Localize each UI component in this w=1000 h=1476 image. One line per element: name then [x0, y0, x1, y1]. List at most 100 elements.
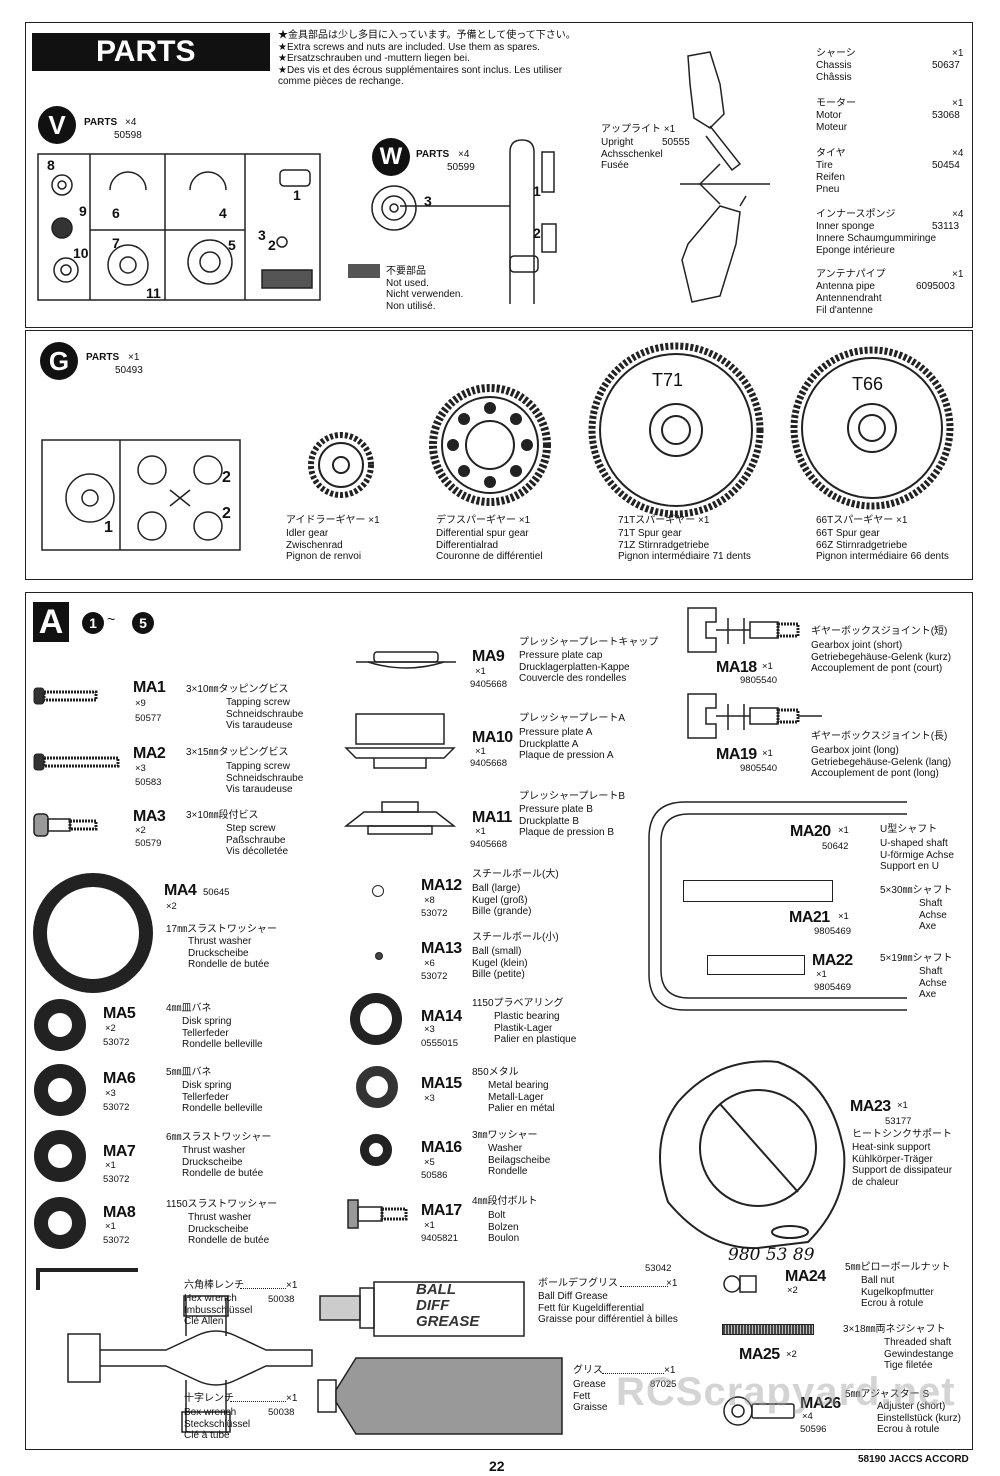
chassis-qty: ×1 — [952, 48, 964, 59]
ma18-names: Gearbox joint (short)Getriebegehäuse-Gel… — [811, 640, 952, 674]
hex-wrench-jp: 六角棒レンチ — [184, 1280, 244, 1291]
ma12-code: MA12 — [421, 877, 462, 894]
ma25-jp: 3×18㎜両ネジシャフト — [843, 1324, 946, 1335]
ma6-spring-drawing — [34, 1064, 86, 1116]
diff-grease-jp: ボールデフグリス — [538, 1278, 618, 1289]
ma10-qty: ×1 — [475, 746, 486, 757]
ma7-jp: 6㎜スラストワッシャー — [166, 1132, 272, 1143]
ma4-jp: 17㎜スラストワッシャー — [166, 924, 277, 935]
ma11-code: MA11 — [472, 809, 512, 826]
ma8-qty: ×1 — [105, 1221, 116, 1232]
ma12-jp: スチールボール(大) — [472, 869, 559, 880]
sprue-v-badge: V — [38, 106, 76, 144]
ma13-qty: ×6 — [424, 958, 435, 969]
spur-gear-71t-mark: T71 — [652, 370, 684, 390]
parts-panel — [25, 22, 973, 328]
ma26-names: Adjuster (short)Einstellstück (kurz)Ecro… — [877, 1401, 961, 1435]
ma1-code: MA1 — [133, 679, 166, 696]
spur-gear-66t-drawing — [790, 346, 954, 510]
ma10-jp: プレッシャープレートA — [519, 713, 626, 724]
ma23-code: MA23 — [850, 1098, 891, 1115]
sprue-w-label: PARTS — [416, 149, 450, 160]
ma16-qty: ×5 — [424, 1157, 435, 1168]
ma22-qty: ×1 — [816, 969, 827, 980]
ma7-pno: 53072 — [103, 1174, 130, 1185]
ma6-code: MA6 — [103, 1070, 136, 1087]
ma14-pno: 0555015 — [421, 1038, 458, 1049]
ma26-code: MA26 — [800, 1395, 841, 1412]
ma13-code: MA13 — [421, 940, 462, 957]
ma14-qty: ×3 — [424, 1024, 435, 1035]
sponge-en: Inner sponge — [816, 221, 875, 232]
ma18-jp: ギヤーボックスジョイント(短) — [811, 626, 948, 637]
ma23-pno: 53177 — [885, 1116, 912, 1127]
ma16-jp: 3㎜ワッシャー — [472, 1130, 538, 1141]
diff-grease-leader — [620, 1286, 668, 1287]
tire-en: Tire — [816, 160, 833, 171]
antenna-pno: 6095003 — [916, 281, 955, 292]
gear-66t-jp: 66Tスパーギヤー ×1 — [816, 515, 908, 526]
ma20-code: MA20 — [790, 823, 831, 840]
ma13-ball-drawing — [375, 952, 383, 960]
watermark: RCScrapyard.net — [616, 1370, 956, 1414]
ma18-qty: ×1 — [762, 661, 773, 672]
sprue-v-pno: 50598 — [114, 130, 142, 141]
ma9-qty: ×1 — [475, 666, 486, 677]
ma10-code: MA10 — [472, 729, 513, 746]
ma2-code: MA2 — [133, 745, 166, 762]
ma24-jp: 5㎜ピローボールナット — [845, 1262, 951, 1273]
ma7-qty: ×1 — [105, 1160, 116, 1171]
sprue-g-drawing — [41, 439, 241, 551]
box-wrench-jp: 十字レンチ — [184, 1393, 234, 1404]
ma12-qty: ×8 — [424, 895, 435, 906]
ma4-qty: ×2 — [166, 901, 177, 912]
ma16-code: MA16 — [421, 1139, 462, 1156]
ma22-jp: 5×19㎜シャフト — [880, 953, 953, 964]
grease-jp: グリス — [573, 1365, 603, 1376]
chassis-jp: シャーシ — [816, 48, 856, 59]
ma20-qty: ×1 — [838, 825, 849, 836]
step-range-tilde: ~ — [107, 611, 116, 627]
box-wrench-drawing — [67, 1295, 313, 1433]
diff-gear-jp: デフスパーギヤー ×1 — [436, 515, 531, 526]
ma12-names: Ball (large)Kugel (groß)Bille (grande) — [472, 883, 532, 917]
spur-gear-71t-drawing — [588, 342, 764, 518]
ma21-pno: 9805469 — [814, 926, 851, 937]
sprue-v-num-10: 10 — [73, 245, 89, 261]
grease-pno: 87025 — [650, 1379, 677, 1390]
sprue-v-num-2: 2 — [268, 237, 276, 253]
ma23-qty: ×1 — [897, 1100, 908, 1111]
grease-tube-drawing — [317, 1357, 563, 1435]
ma10-pno: 9405668 — [470, 758, 507, 769]
sprue-v-num-9: 9 — [79, 203, 87, 219]
hex-wrench-pno: 50038 — [268, 1294, 295, 1305]
sprue-w-num-1: 1 — [533, 183, 541, 199]
sponge-jp: インナースポンジ — [816, 209, 896, 220]
sponge-pno: 53113 — [932, 221, 960, 232]
ma4-pno: 50645 — [203, 887, 230, 898]
footer-title: 58190 JACCS ACCORD — [858, 1454, 969, 1465]
upright-pno: 50555 — [662, 137, 690, 148]
ma2-qty: ×3 — [135, 763, 146, 774]
ma25-qty: ×2 — [786, 1349, 797, 1360]
box-wrench-leader — [230, 1401, 286, 1402]
ma5-jp: 4㎜皿バネ — [166, 1003, 212, 1014]
spur-gear-66t-mark: T66 — [852, 374, 884, 394]
parts-title: PARTS — [32, 33, 270, 71]
ma11-jp: プレッシャープレートB — [519, 791, 626, 802]
sprue-v-num-4: 4 — [219, 205, 227, 221]
diff-spur-gear-drawing — [429, 384, 551, 506]
idler-gear-jp: アイドラーギヤー ×1 — [286, 515, 380, 526]
